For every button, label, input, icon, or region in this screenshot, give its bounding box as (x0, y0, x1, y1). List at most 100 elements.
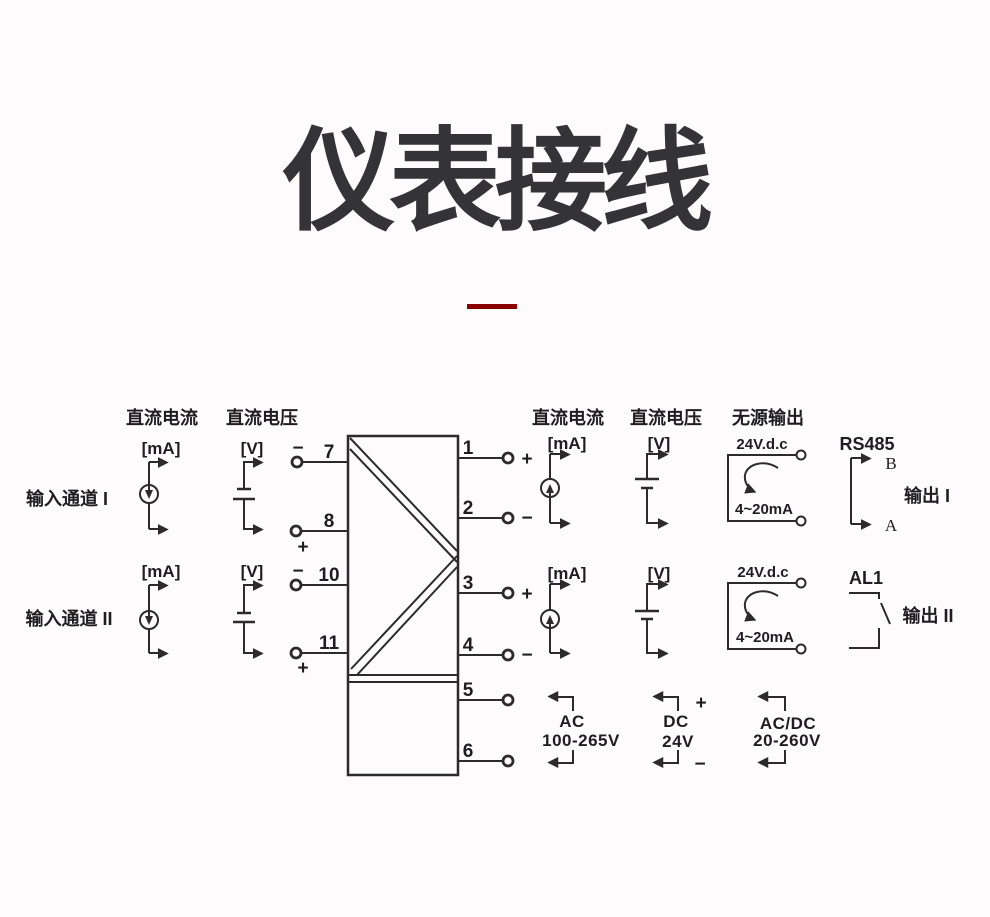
ma-unit-label: [mA] (548, 564, 587, 583)
output-headers: 直流电流 直流电压 无源输出 (532, 407, 804, 428)
input-headers: 直流电流 直流电压 (126, 407, 298, 428)
power-acdc: AC/DC 20-260V (753, 691, 821, 769)
terminal-circle (501, 754, 515, 768)
terminal-number: 1 (463, 438, 474, 459)
ma-unit-label: [mA] (548, 434, 587, 453)
polarity-sign: − (292, 561, 303, 582)
arrow-left-icon (547, 750, 574, 769)
terminal-circle (501, 511, 515, 525)
terminal-circle (501, 586, 515, 600)
terminal-11: 11 + (289, 633, 348, 679)
output-header-voltage: 直流电压 (630, 407, 702, 428)
polarity-sign: + (297, 658, 308, 679)
power-acdc-name: AC/DC (760, 714, 816, 733)
curved-arrow-icon (743, 590, 779, 622)
current-output-symbol: [mA] (540, 434, 587, 529)
input-channel-2-label: 输入通道 II (25, 608, 112, 629)
terminal-number: 8 (324, 511, 335, 532)
page-title: 仪表接线 (283, 119, 713, 244)
terminal-circle (795, 449, 807, 461)
terminal-circle (501, 693, 515, 707)
al1-label: AL1 (849, 568, 883, 588)
terminal-7: 7 − (290, 438, 348, 469)
switch-blade-icon (880, 602, 891, 625)
power-acdc-range: 20-260V (753, 731, 821, 750)
terminal-circle (795, 643, 807, 655)
input-header-current: 直流电流 (126, 407, 198, 428)
polarity-sign: − (521, 645, 532, 666)
power-dc-range: 24V (662, 732, 694, 751)
terminal-circle (289, 524, 303, 538)
output-header-current: 直流电流 (532, 407, 604, 428)
output-1-label: 输出 I (904, 485, 950, 506)
terminal-block (346, 434, 460, 777)
v-unit-label: [V] (648, 564, 671, 583)
v-unit-label: [V] (648, 434, 671, 453)
terminal-number: 7 (324, 442, 335, 463)
ma-unit-label: [mA] (142, 562, 181, 581)
arrow-left-icon (757, 691, 786, 711)
current-source-symbol: [mA] (139, 562, 181, 659)
terminal-number: 5 (463, 680, 474, 701)
terminal-10: 10 − (289, 561, 348, 592)
terminal-number: 3 (463, 573, 474, 594)
isolation-diagonal (349, 448, 458, 563)
arrow-left-icon (757, 750, 786, 769)
arrow-up-icon (546, 615, 554, 624)
terminal-circle (795, 515, 807, 527)
rs485-symbol: RS485 B A (839, 434, 897, 535)
v-unit-label: [V] (241, 439, 264, 458)
passive-output-symbol: 24V.d.c 4~20mA (727, 436, 807, 527)
passive-range-label: 4~20mA (736, 629, 794, 646)
terminal-circle (501, 648, 515, 662)
terminal-circle (501, 451, 515, 465)
terminal-3: 3 + (458, 573, 533, 605)
polarity-sign: − (521, 508, 532, 529)
alarm-relay-symbol: AL1 (849, 568, 891, 649)
terminal-5: 5 (458, 680, 515, 707)
arrow-left-icon (652, 750, 679, 769)
isolation-diagonal (349, 437, 458, 552)
input-header-voltage: 直流电压 (226, 407, 298, 428)
rs485-label: RS485 (839, 434, 894, 454)
terminal-circle (795, 577, 807, 589)
terminal-4: 4 − (458, 635, 533, 666)
polarity-sign: + (297, 537, 308, 558)
terminal-6: 6 (458, 741, 515, 768)
terminal-8: 8 + (289, 511, 348, 558)
polarity-sign: + (521, 584, 532, 605)
v-unit-label: [V] (241, 562, 264, 581)
terminal-circle (289, 646, 303, 660)
power-dc-name: DC (663, 712, 689, 731)
arrow-left-icon (652, 691, 679, 711)
passive-voltage-label: 24V.d.c (736, 436, 787, 453)
isolation-diagonal (356, 566, 458, 676)
terminal-number: 2 (463, 498, 474, 519)
ma-unit-label: [mA] (142, 439, 181, 458)
rs485-a-label: A (885, 516, 898, 535)
terminal-block-body (346, 434, 460, 777)
input-channel-2: 输入通道 II [mA] [V] (25, 562, 264, 659)
input-channel-1: 输入通道 I [mA] [V] (26, 439, 264, 535)
terminal-circle (289, 578, 303, 592)
output-channel-2: [mA] [V] 24V.d.c 4~20m (540, 564, 954, 659)
isolation-diagonal (350, 555, 458, 670)
polarity-sign: + (521, 449, 532, 470)
voltage-source-symbol: [V] (233, 439, 264, 535)
terminal-circle (290, 455, 304, 469)
terminal-number: 4 (463, 635, 474, 656)
output-2-label: 输出 II (902, 605, 953, 626)
passive-voltage-label: 24V.d.c (737, 564, 788, 581)
current-source-symbol: [mA] (139, 439, 181, 535)
polarity-sign: − (292, 438, 303, 459)
title-divider (467, 304, 517, 309)
arrow-left-icon (547, 691, 574, 711)
voltage-output-symbol: [V] (635, 434, 671, 529)
arrow-down-icon (145, 490, 153, 499)
rs485-b-label: B (885, 454, 896, 473)
input-channel-1-label: 输入通道 I (26, 488, 108, 509)
power-ac: AC 100-265V (542, 691, 620, 769)
passive-range-label: 4~20mA (735, 501, 793, 518)
voltage-source-symbol: [V] (233, 562, 264, 659)
